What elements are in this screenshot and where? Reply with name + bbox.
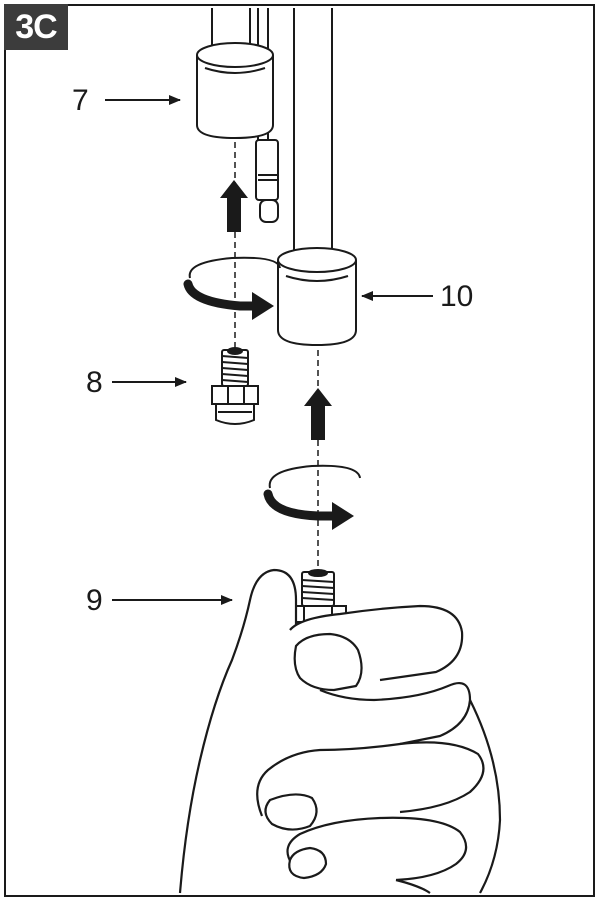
callout-7: 7 (72, 84, 89, 117)
callout-9: 9 (86, 584, 103, 617)
part-8-adapter (211, 347, 259, 425)
rotate-clockwise-icon (183, 256, 281, 320)
leader-arrow-icon (105, 95, 433, 605)
right-pipe (293, 8, 333, 258)
step-badge: 3C (4, 4, 68, 50)
center-lines (234, 142, 319, 570)
hose-tip (255, 139, 279, 223)
part-10-sleeve (277, 247, 357, 347)
diagram-frame (4, 4, 595, 897)
rotate-clockwise-icon (263, 464, 361, 530)
arrow-up-icon (304, 388, 332, 440)
part-7-sleeve (196, 42, 274, 140)
callout-10: 10 (440, 280, 474, 313)
hand (178, 568, 502, 894)
callout-8: 8 (86, 366, 103, 399)
part-9-fitting (289, 569, 347, 623)
arrow-up-icon (220, 180, 248, 232)
